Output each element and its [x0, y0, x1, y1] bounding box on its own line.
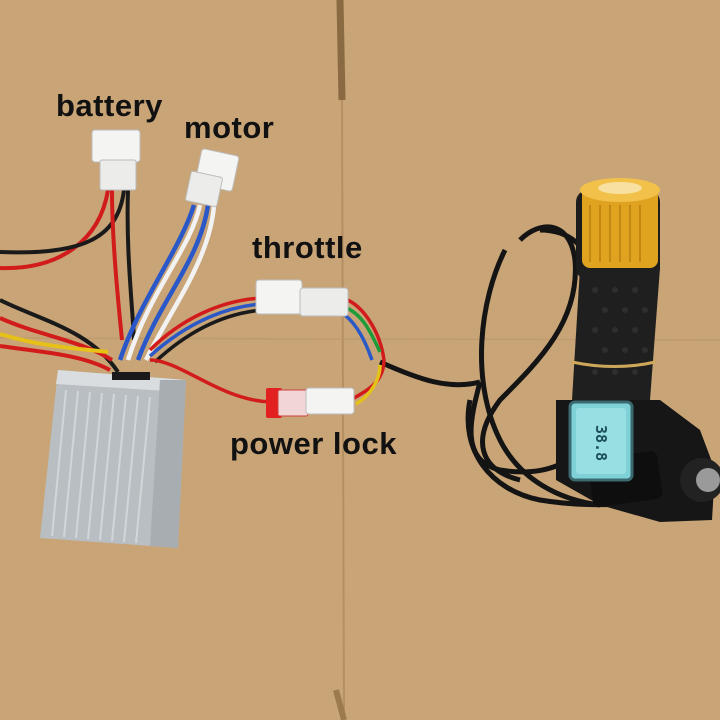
battery-label: battery	[56, 88, 163, 123]
throttle-connector	[255, 279, 349, 317]
motor-controller	[40, 370, 186, 548]
display-reading: 38.8	[592, 424, 610, 462]
left-wires	[0, 298, 120, 374]
motor-wires	[117, 204, 217, 361]
power-lock-label: power lock	[230, 426, 397, 461]
voltage-display	[568, 400, 634, 482]
motor-connector	[185, 148, 240, 208]
motor-label: motor	[184, 110, 275, 145]
signal-wires	[148, 296, 386, 406]
power-lock-connector	[266, 387, 355, 418]
throttle-label: throttle	[252, 230, 363, 265]
battery-connector	[91, 129, 141, 191]
